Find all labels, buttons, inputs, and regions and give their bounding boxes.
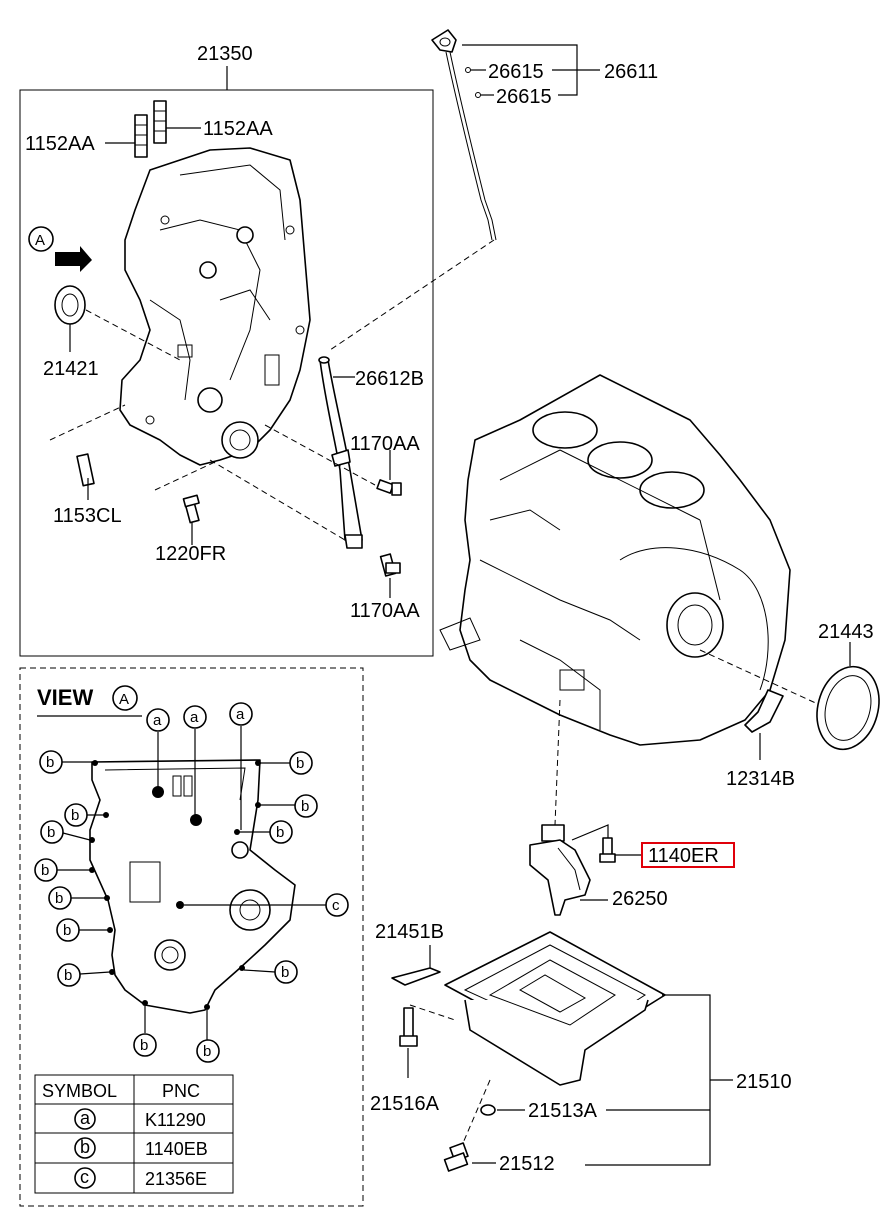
- table-cell-pnc: 21356E: [145, 1169, 207, 1189]
- callout-a-1: a: [146, 708, 170, 788]
- svg-text:b: b: [203, 1043, 211, 1060]
- sealant-21451b[interactable]: [391, 967, 441, 986]
- svg-text:b: b: [64, 967, 72, 984]
- callout-b-left-4: b: [34, 858, 90, 882]
- label-1170aa-top[interactable]: 1170AA: [350, 433, 420, 455]
- callout-b-bottom-2: b: [196, 1010, 220, 1063]
- stud-1152aa-right[interactable]: [153, 100, 167, 144]
- cylinder-block[interactable]: [439, 374, 791, 746]
- svg-text:b: b: [281, 964, 289, 981]
- label-1140er[interactable]: 1140ER: [648, 845, 719, 867]
- oil-pan-21510[interactable]: [444, 931, 666, 1086]
- label-21513a[interactable]: 21513A: [528, 1100, 598, 1122]
- svg-text:b: b: [63, 922, 71, 939]
- callout-a-3: a: [229, 702, 253, 830]
- svg-text:b: b: [71, 807, 79, 824]
- table-row: b 1140EB: [74, 1137, 208, 1159]
- bolt-1220fr[interactable]: [182, 494, 200, 524]
- view-title: VIEW: [37, 685, 93, 710]
- bolt-1140er[interactable]: [599, 837, 616, 863]
- bolt-1170aa-top[interactable]: [376, 479, 402, 496]
- callout-b-right-3: b: [239, 820, 293, 844]
- view-a-marker: A: [28, 226, 92, 272]
- rear-oil-seal-21443[interactable]: [808, 660, 886, 757]
- label-21516a[interactable]: 21516A: [370, 1093, 440, 1115]
- svg-text:b: b: [47, 824, 55, 841]
- svg-text:a: a: [153, 712, 162, 729]
- stud-1153cl[interactable]: [76, 453, 95, 487]
- callout-b-right-2: b: [260, 794, 318, 818]
- label-1153cl[interactable]: 1153CL: [53, 505, 122, 527]
- svg-text:c: c: [332, 897, 340, 914]
- highlight-box-1140er: [641, 842, 735, 868]
- svg-text:b: b: [140, 1037, 148, 1054]
- svg-text:a: a: [236, 706, 245, 723]
- svg-text:b: b: [55, 890, 63, 907]
- label-21510[interactable]: 21510: [736, 1071, 792, 1093]
- oil-strainer-26250[interactable]: [529, 824, 591, 916]
- callout-b-bottom-1: b: [133, 1006, 157, 1057]
- label-21421[interactable]: 21421: [43, 358, 99, 380]
- svg-text:b: b: [41, 862, 49, 879]
- svg-text:b: b: [276, 824, 284, 841]
- label-21443[interactable]: 21443: [818, 621, 874, 643]
- svg-text:b: b: [301, 798, 309, 815]
- label-21350[interactable]: 21350: [197, 43, 253, 65]
- callout-a-2: a: [183, 705, 207, 815]
- callout-b-left-6: b: [56, 918, 108, 942]
- callout-b-left-3: b: [40, 820, 91, 844]
- svg-text:b: b: [296, 755, 304, 772]
- table-header-pnc: PNC: [162, 1081, 200, 1101]
- label-26615-top[interactable]: 26615: [488, 61, 544, 83]
- label-26615-bottom[interactable]: 26615: [496, 86, 552, 108]
- dipstick-tube-26612b[interactable]: [318, 356, 363, 549]
- table-row: c 21356E: [74, 1167, 207, 1189]
- callout-b-left-2: b: [64, 803, 104, 827]
- label-26611[interactable]: 26611: [604, 61, 658, 83]
- svg-text:A: A: [35, 232, 45, 249]
- svg-text:a: a: [80, 1108, 91, 1128]
- timing-chain-cover[interactable]: [119, 147, 311, 466]
- oil-dipstick-26611[interactable]: [431, 29, 497, 241]
- label-21512[interactable]: 21512: [499, 1153, 555, 1175]
- table-header-symbol: SYMBOL: [42, 1081, 117, 1101]
- label-1170aa-bottom[interactable]: 1170AA: [350, 600, 420, 622]
- svg-text:b: b: [46, 754, 54, 771]
- label-26250[interactable]: 26250: [612, 888, 668, 910]
- table-cell-pnc: K11290: [145, 1110, 206, 1130]
- oil-seal-21421[interactable]: [54, 285, 86, 325]
- table-cell-pnc: 1140EB: [145, 1139, 208, 1159]
- gasket-21513a[interactable]: [480, 1104, 496, 1116]
- symbol-pnc-table: SYMBOL PNC a K11290 b 1140EB c 21356E: [34, 1074, 234, 1194]
- label-1220fr[interactable]: 1220FR: [155, 543, 226, 565]
- callout-b-right-4: b: [243, 960, 298, 984]
- callout-c: c: [184, 893, 349, 917]
- callout-b-left-7: b: [57, 963, 111, 987]
- plate-12314b[interactable]: [744, 689, 784, 733]
- view-title-letter: A: [112, 685, 138, 711]
- callout-b-left-5: b: [48, 886, 105, 910]
- view-a-frame: [19, 667, 364, 1207]
- drain-plug-21512[interactable]: [443, 1142, 469, 1172]
- svg-text:b: b: [80, 1137, 90, 1157]
- svg-text:c: c: [80, 1167, 89, 1187]
- bolt-21516a[interactable]: [399, 1007, 418, 1047]
- svg-text:A: A: [119, 691, 129, 708]
- stud-1152aa-left[interactable]: [134, 114, 148, 158]
- label-21451b[interactable]: 21451B: [375, 921, 444, 943]
- callout-b-right-1: b: [260, 751, 313, 775]
- bolt-1170aa-bottom[interactable]: [379, 553, 401, 577]
- callout-b-left-1: b: [39, 750, 93, 774]
- label-1152aa-right[interactable]: 1152AA: [203, 118, 273, 140]
- label-1152aa-left[interactable]: 1152AA: [25, 133, 95, 155]
- view-a-cover-outline: [89, 759, 296, 1014]
- svg-text:a: a: [190, 709, 199, 726]
- label-26612b[interactable]: 26612B: [355, 368, 424, 390]
- label-12314b[interactable]: 12314B: [726, 768, 795, 790]
- table-row: a K11290: [74, 1108, 206, 1130]
